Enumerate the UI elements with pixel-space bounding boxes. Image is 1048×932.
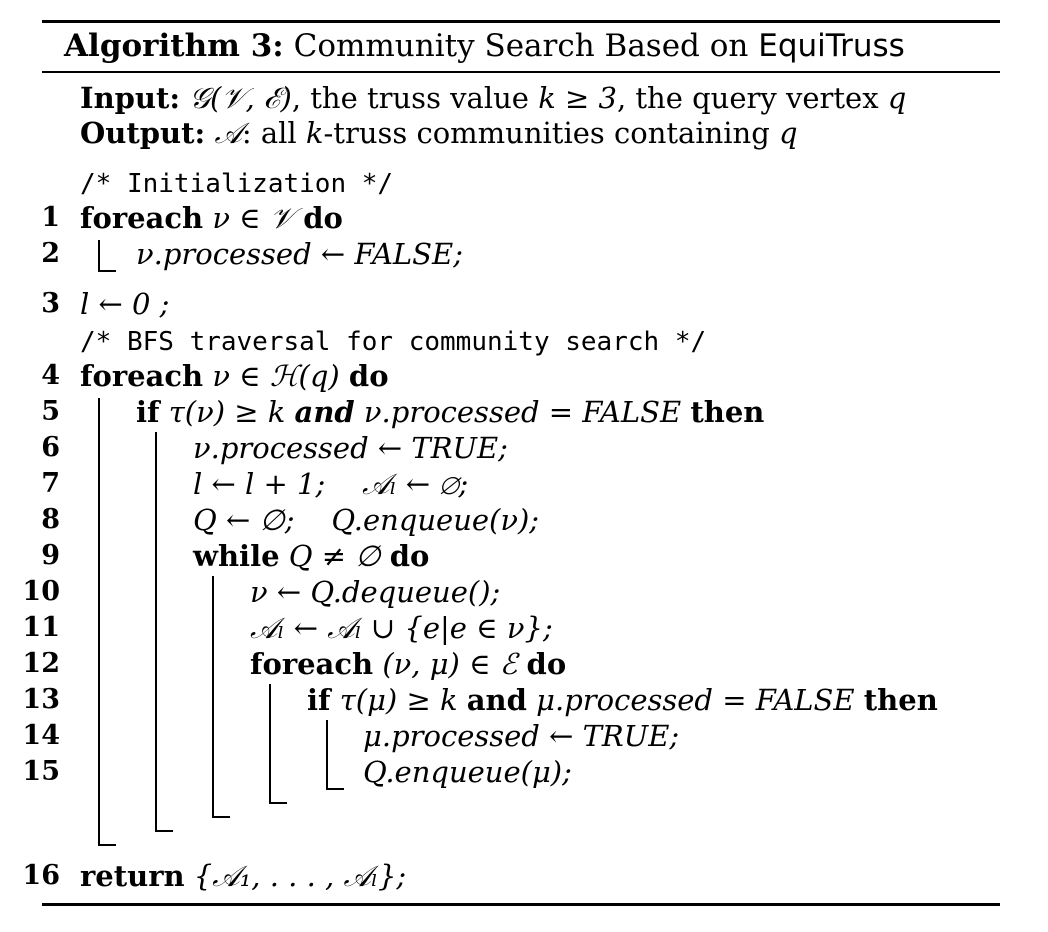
code-line-2: ν.processed ← FALSE; xyxy=(136,237,463,271)
block-bracket-vertical xyxy=(269,684,271,804)
block-bracket-foot xyxy=(98,844,116,846)
code-line-6: ν.processed ← TRUE; xyxy=(193,431,508,465)
code-line-13: if τ(μ) ≥ k and μ.processed = FALSE then xyxy=(307,683,938,717)
code-line-5: if τ(ν) ≥ k and ν.processed = FALSE then xyxy=(136,395,765,429)
line-number: 10 xyxy=(22,576,60,607)
bottom-rule xyxy=(42,903,1000,906)
code-line-4: foreach ν ∈ ℋ(q) do xyxy=(80,359,389,393)
code-line-11: 𝒜ₗ ← 𝒜ₗ ∪ {e|e ∈ ν}; xyxy=(250,611,553,645)
comment-initialization: /* Initialization */ xyxy=(80,169,394,199)
block-bracket-foot xyxy=(155,830,173,832)
line-number: 8 xyxy=(41,504,60,535)
code-line-3: l ← 0 ; xyxy=(80,287,170,321)
code-line-1: foreach ν ∈ 𝒱 do xyxy=(80,201,343,235)
top-rule xyxy=(42,20,1000,23)
line-number: 15 xyxy=(22,756,60,787)
line-number: 9 xyxy=(41,540,60,571)
input-line: Input: 𝒢(𝒱, ℰ), the truss value k ≥ 3, t… xyxy=(80,81,907,115)
code-line-12: foreach (ν, μ) ∈ ℰ do xyxy=(250,647,567,681)
block-bracket-foot xyxy=(269,802,287,804)
caption-rule xyxy=(42,71,1000,73)
line-number: 13 xyxy=(22,684,60,715)
block-bracket-foot xyxy=(326,788,344,790)
algorithm-label: Algorithm 3: xyxy=(64,28,284,64)
output-line: Output: 𝒜: all k-truss communities conta… xyxy=(80,116,798,150)
block-bracket-vertical xyxy=(98,398,100,846)
line-number: 7 xyxy=(41,468,60,499)
block-bracket-vertical xyxy=(212,576,214,818)
algorithm-title: Community Search Based on xyxy=(293,28,759,64)
block-bracket-foot xyxy=(98,270,116,272)
code-line-8: Q ← ∅; Q.enqueue(ν); xyxy=(193,503,540,537)
line-number: 16 xyxy=(22,860,60,891)
line-number: 3 xyxy=(41,288,60,319)
block-bracket-vertical xyxy=(326,720,328,790)
line-number: 12 xyxy=(22,648,60,679)
line-number: 14 xyxy=(22,720,60,751)
line-number: 4 xyxy=(41,360,60,391)
algorithm-name: EquiTruss xyxy=(758,28,905,64)
line-number: 5 xyxy=(41,396,60,427)
block-bracket-vertical xyxy=(155,432,157,832)
line-number: 11 xyxy=(22,612,60,643)
block-bracket-foot xyxy=(212,816,230,818)
code-line-15: Q.enqueue(μ); xyxy=(363,755,572,789)
code-line-7: l ← l + 1; 𝒜ₗ ← ∅; xyxy=(193,467,469,501)
code-line-10: ν ← Q.dequeue(); xyxy=(250,575,501,609)
block-bracket-vertical xyxy=(98,240,100,272)
comment-bfs: /* BFS traversal for community search */ xyxy=(80,327,707,357)
line-number: 2 xyxy=(41,238,60,269)
code-line-9: while Q ≠ ∅ do xyxy=(193,539,430,573)
code-line-16: return {𝒜₁, . . . , 𝒜ₗ}; xyxy=(80,859,407,893)
code-line-14: μ.processed ← TRUE; xyxy=(363,719,680,753)
line-number: 1 xyxy=(41,202,60,233)
algorithm-caption: Algorithm 3: Community Search Based on E… xyxy=(64,26,905,66)
line-number: 6 xyxy=(41,432,60,463)
